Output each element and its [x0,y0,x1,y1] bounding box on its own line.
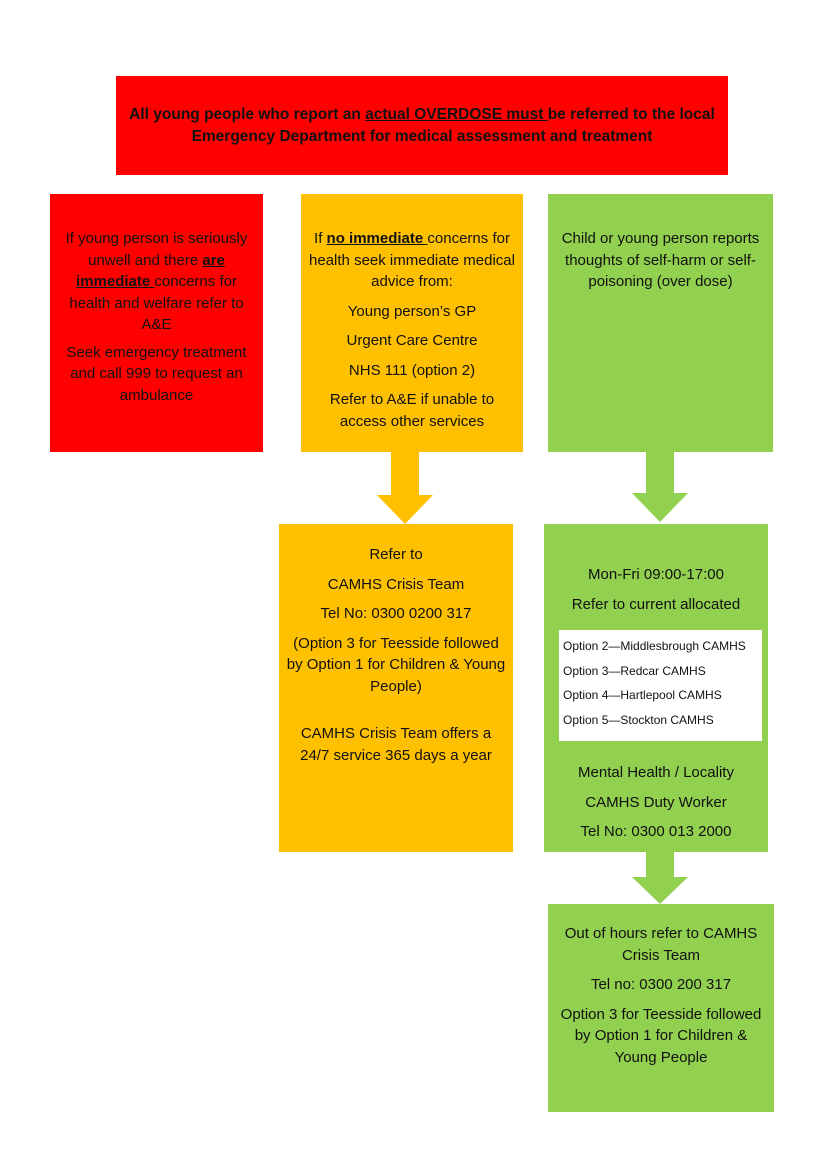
crisis-team-option: (Option 3 for Teesside followed by Optio… [286,634,506,695]
overdose-banner: All young people who report an actual OV… [116,76,728,175]
self-harm-thoughts-box: Child or young person reports thoughts o… [548,194,773,452]
no-immediate-concerns-box: If no immediate concerns for health seek… [301,194,523,452]
list-item: Option 4—Hartlepool CAMHS [563,688,722,702]
crisis-team-box: Refer to CAMHS Crisis Team Tel No: 0300 … [279,524,513,852]
gp-option: Young person’s GP [347,302,477,320]
ae-fallback-text: Refer to A&E if unable to access other s… [329,391,495,430]
list-item: Option 5—Stockton CAMHS [563,712,714,727]
arrow-down-amber-icon [377,452,433,524]
arrow-down-green-icon [632,852,688,904]
urgent-care-option: Urgent Care Centre [346,332,478,349]
immediate-concerns-box: If young person is seriously unwell and … [50,194,263,452]
immediate-concerns-text: If young person is seriously unwell and … [65,230,248,333]
duty-worker-details: Mental Health / Locality CAMHS Duty Work… [544,762,768,843]
crisis-team-name: CAMHS Crisis Team [327,575,465,593]
arrow-down-green-icon [632,452,688,522]
office-hours: Mon-Fri 09:00-17:00 [588,566,724,583]
refer-allocated-label: Refer to current allocated [571,595,741,613]
nhs-111-option: NHS 111 (option 2) [348,361,476,379]
camhs-options-list: Option 2—Middlesbrough CAMHS Option 3—Re… [559,630,762,741]
out-of-hours-phone: Tel no: 0300 200 317 [590,976,732,993]
duty-worker-label: CAMHS Duty Worker [585,793,727,811]
crisis-team-phone: Tel No: 0300 0200 317 [320,605,472,622]
emergency-treatment-text: Seek emergency treatment and call 999 to… [66,343,247,404]
list-item: Option 3—Redcar CAMHS [563,663,706,678]
list-item: Option 2—Middlesbrough CAMHS [563,639,746,653]
out-of-hours-box: Out of hours refer to CAMHS Crisis Team … [548,904,774,1112]
crisis-team-service: CAMHS Crisis Team offers a 24/7 service … [300,725,492,764]
refer-to-label: Refer to [369,546,423,563]
self-harm-thoughts-text: Child or young person reports thoughts o… [561,230,760,290]
duty-worker-phone: Tel No: 0300 013 2000 [580,823,732,840]
out-of-hours-option: Option 3 for Teesside followed by Option… [560,1005,762,1066]
immediate-emphasis: are immediate [76,251,225,291]
banner-text: All young people who report an actual OV… [129,105,715,145]
no-immediate-emphasis: no immediate [326,230,428,247]
locality-label: Mental Health / Locality [578,764,734,781]
out-of-hours-text: Out of hours refer to CAMHS Crisis Team [564,925,758,964]
medical-advice-intro: If no immediate concerns for health seek… [309,230,515,290]
banner-underlined-text: actual OVERDOSE must [365,105,548,123]
